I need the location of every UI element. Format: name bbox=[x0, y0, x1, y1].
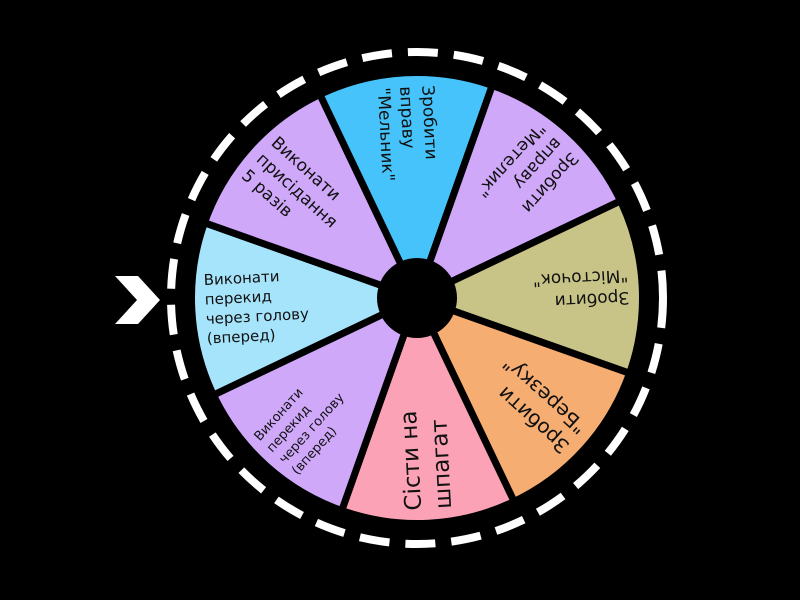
wheel-segments[interactable]: Виконатиперекидчерез голову(вперед)Викон… bbox=[179, 60, 654, 535]
segment-label: Зробити"Місточок" bbox=[532, 265, 629, 312]
segment-label-line: "Мельник" bbox=[373, 87, 398, 182]
segment-label-line: Сісти на bbox=[396, 410, 427, 511]
segment-label-line: перекид bbox=[204, 287, 272, 308]
segment-label: Сісти нашпагат bbox=[396, 408, 457, 511]
segment-label: Зробитивправу"Мельник" bbox=[373, 85, 442, 182]
segment-label-line: Зробити bbox=[554, 287, 630, 311]
segment-label-line: Виконати bbox=[203, 267, 280, 289]
segment-label-line: вправу bbox=[395, 86, 418, 149]
segment-label-line: (вперед) bbox=[206, 326, 276, 348]
wheel-hub[interactable] bbox=[377, 258, 457, 338]
segment-label-line: Зробити bbox=[417, 85, 441, 161]
segment-label-line: "Місточок" bbox=[532, 265, 628, 290]
wheel-rim bbox=[186, 67, 647, 528]
segment-label: Виконатиперекидчерез голову(вперед) bbox=[203, 266, 310, 348]
segment-label-line: через голову bbox=[205, 305, 309, 328]
dashed-ring bbox=[167, 48, 667, 548]
pointer-chevron-icon bbox=[115, 276, 160, 324]
segment-label-line: шпагат bbox=[426, 419, 457, 510]
